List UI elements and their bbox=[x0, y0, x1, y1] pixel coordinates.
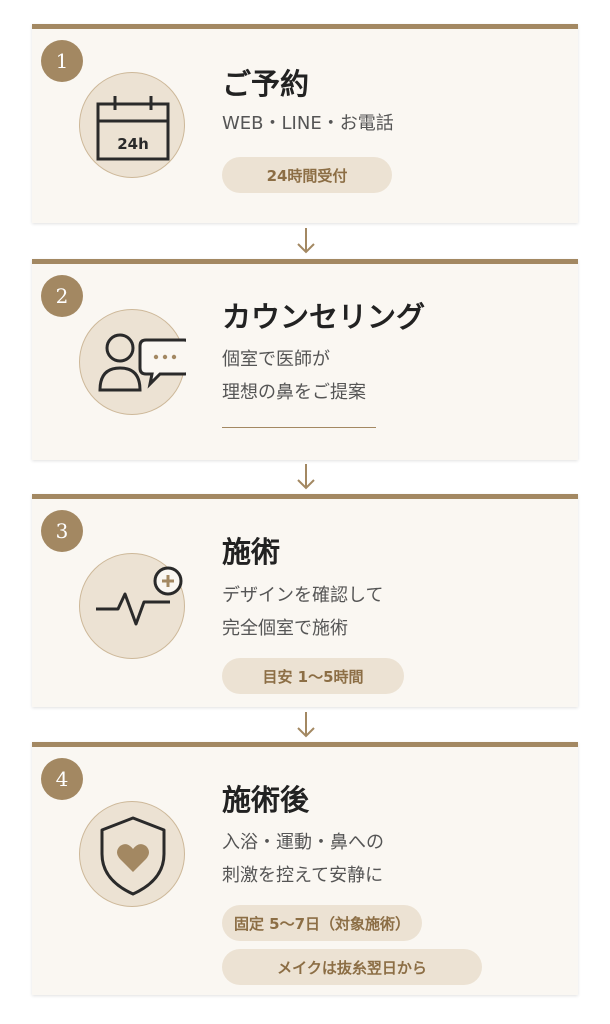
counseling-chat-icon bbox=[79, 309, 186, 415]
step-number-badge: 4 bbox=[41, 758, 83, 800]
step-badge: 固定 5〜7日（対象施術） bbox=[222, 905, 422, 941]
step-title: カウンセリング bbox=[222, 300, 426, 334]
step-description: 入浴・運動・鼻への 刺激を控えて安静に bbox=[222, 832, 384, 886]
calendar-24h-icon: 24h bbox=[79, 72, 185, 178]
step-title: 施術 bbox=[222, 535, 281, 569]
shield-heart-icon bbox=[79, 801, 185, 907]
step-description: デザインを確認して 完全個室で施術 bbox=[222, 585, 384, 639]
step-badge: メイクは抜糸翌日から bbox=[222, 949, 482, 985]
step-card-4: 4 施術後 入浴・運動・鼻への 刺激を控えて安静に 固定 5〜7日（対象施術） … bbox=[32, 742, 578, 995]
divider bbox=[222, 427, 376, 428]
step-card-3: 3 施術 デザインを確認して 完全個室で施術 目安 1〜5時間 bbox=[32, 494, 578, 707]
step-description: 個室で医師が 理想の鼻をご提案 bbox=[222, 349, 366, 403]
arrow-down-icon bbox=[297, 712, 315, 738]
step-number-badge: 1 bbox=[41, 40, 83, 82]
step-badge: 目安 1〜5時間 bbox=[222, 658, 404, 694]
step-number-badge: 2 bbox=[41, 275, 83, 317]
step-card-2: 2 カウンセリング 個室で医師が 理想の鼻をご提案 bbox=[32, 259, 578, 460]
step-badge: 24時間受付 bbox=[222, 157, 392, 193]
step-title: 施術後 bbox=[222, 783, 310, 817]
step-description: WEB・LINE・お電話 bbox=[222, 113, 394, 134]
step-title: ご予約 bbox=[222, 67, 310, 101]
step-number-badge: 3 bbox=[41, 510, 83, 552]
arrow-down-icon bbox=[297, 464, 315, 490]
step-card-1: 1 24h ご予約 WEB・LINE・お電話 24時間受付 bbox=[32, 24, 578, 223]
heartbeat-plus-icon bbox=[79, 553, 185, 659]
svg-text:24h: 24h bbox=[117, 135, 149, 153]
arrow-down-icon bbox=[297, 228, 315, 254]
